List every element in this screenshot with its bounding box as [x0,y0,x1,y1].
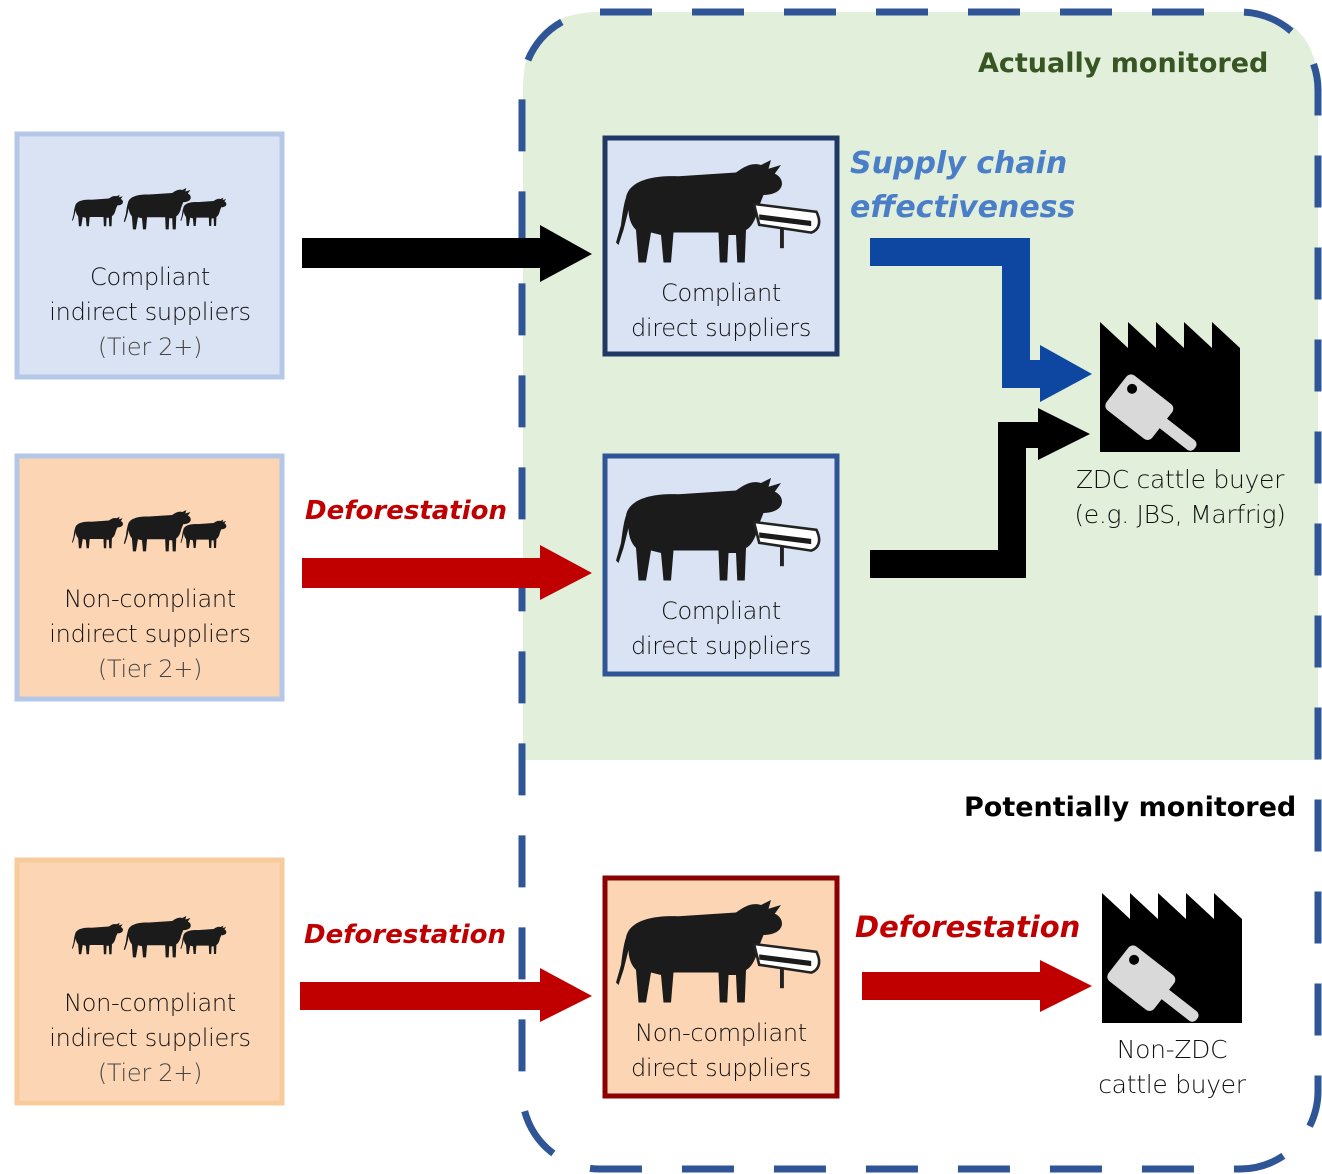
deforestation-label-3: Deforestation [855,910,1081,944]
indirect-supplier-box-1 [14,131,285,380]
dashed-monitoring-boundary [518,8,1322,1173]
actually-monitored-title: Actually monitored [978,48,1269,79]
arrow-supply-chain-effectiveness [870,238,1092,402]
indirect-supplier-label-1: Compliant indirect suppliers (Tier 2+) [49,263,251,361]
arrow-compliant-to-buyer [870,408,1090,578]
non-zdc-buyer-label: Non-ZDC cattle buyer [1098,1035,1246,1099]
supply-chain-effectiveness-label: Supply chain effectiveness [850,146,1076,225]
indirect-supplier-label-2: Non-compliant indirect suppliers (Tier 2… [49,585,251,683]
direct-supplier-label-1: Compliant direct suppliers [630,279,812,342]
direct-supplier-label-2: Compliant direct suppliers [630,597,812,660]
arrow-deforestation-flow-1 [302,545,592,600]
potentially-monitored-title: Potentially monitored [964,792,1297,823]
arrow-deforestation-flow-2 [300,968,592,1022]
arrow-deforestation-flow-3 [862,960,1092,1012]
factory-cleaver-icon [1102,893,1242,1039]
indirect-supplier-label-3: Non-compliant indirect suppliers (Tier 2… [49,989,251,1087]
direct-supplier-label-3: Non-compliant direct suppliers [630,1019,812,1082]
deforestation-label-1: Deforestation [305,496,508,526]
arrow-compliant-flow [302,225,592,282]
factory-cleaver-icon [1100,322,1240,468]
zdc-buyer-label: ZDC cattle buyer (e.g. JBS, Marfrig) [1074,465,1286,529]
indirect-supplier-box-3 [14,857,285,1106]
deforestation-label-2: Deforestation [304,920,507,950]
indirect-supplier-box-2 [14,453,285,702]
